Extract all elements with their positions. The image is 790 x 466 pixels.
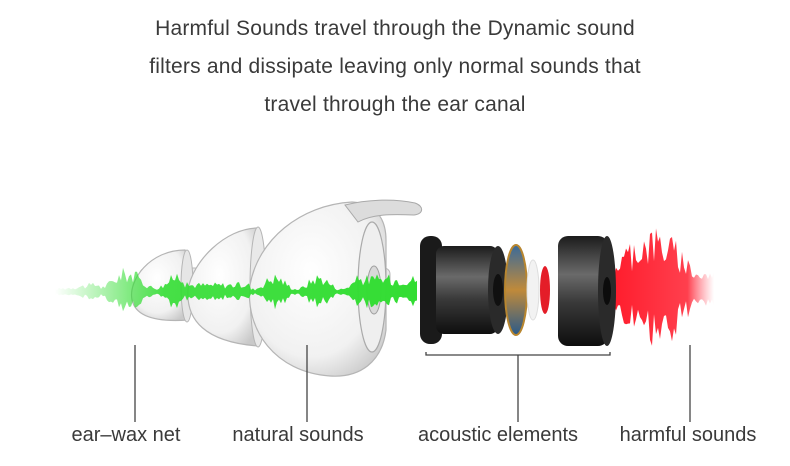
label-acoustic-elements: acoustic elements [417, 424, 579, 446]
headline-line-3: travel through the ear canal [264, 93, 526, 116]
headline: Harmful Sounds travel through the Dynami… [0, 10, 790, 124]
label-ear-wax-net: ear–wax net [71, 424, 181, 446]
harmful-waveform [608, 228, 714, 346]
callout-bracket [425, 352, 611, 356]
headline-line-2: filters and dissipate leaving only norma… [149, 55, 641, 78]
headline-line-1: Harmful Sounds travel through the Dynami… [155, 17, 635, 40]
label-natural-sounds: natural sounds [232, 424, 364, 446]
acoustic-filter-illustration [420, 236, 616, 346]
callout-lines [134, 345, 691, 422]
label-harmful-sounds: harmful sounds [619, 424, 757, 446]
